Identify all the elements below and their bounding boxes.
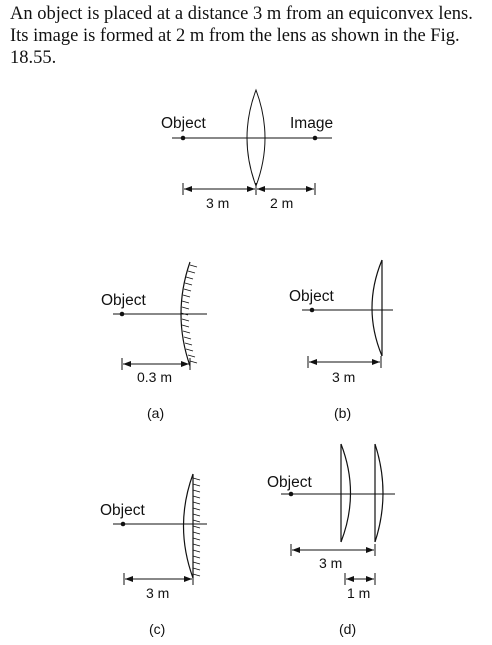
option-c-distance-label: 3 m	[146, 585, 169, 601]
option-c-caption: (c)	[149, 621, 165, 637]
option-c-object-point	[120, 521, 126, 527]
option-d-object-label: Object	[267, 474, 312, 491]
option-d-gap-distance-label: 1 m	[347, 585, 370, 601]
option-c-figure: Object 3 m (c)	[100, 473, 207, 637]
option-b-figure: Object 3 m (b)	[289, 259, 393, 421]
option-a-object-label: Object	[101, 292, 146, 309]
option-d-figure: Object 3 m 1 m (d)	[267, 443, 395, 637]
main-figure: Object Image 3 m 2 m	[161, 88, 333, 211]
main-image-distance-label: 2 m	[270, 195, 293, 211]
option-d-caption: (d)	[339, 621, 356, 637]
main-object-point	[180, 135, 186, 141]
option-a-object-point	[119, 311, 125, 317]
option-b-object-label: Object	[289, 288, 334, 305]
main-image-point	[312, 135, 318, 141]
main-object-label: Object	[161, 115, 206, 132]
option-a-figure: Object 0.3 m (a)	[101, 261, 207, 421]
option-a-mirror	[180, 261, 191, 367]
option-b-distance-label: 3 m	[332, 369, 355, 385]
option-b-caption: (b)	[334, 405, 351, 421]
option-d-lens1-curve	[340, 443, 352, 543]
option-c-object-label: Object	[100, 502, 145, 519]
main-image-label: Image	[290, 115, 333, 132]
option-b-lens-curve	[371, 259, 383, 357]
option-d-object-point	[288, 491, 294, 497]
main-object-distance-label: 3 m	[206, 195, 229, 211]
option-c-lens-curve	[182, 473, 194, 579]
option-c-silver-hatching	[192, 477, 201, 577]
option-a-mirror-hatching	[180, 264, 198, 364]
option-a-caption: (a)	[147, 405, 164, 421]
option-b-object-point	[309, 307, 315, 313]
option-d-lens2-curve	[374, 443, 384, 543]
option-d-total-distance-label: 3 m	[319, 555, 342, 571]
question-text: An object is placed at a distance 3 m fr…	[10, 4, 473, 68]
option-a-distance-label: 0.3 m	[137, 369, 172, 385]
